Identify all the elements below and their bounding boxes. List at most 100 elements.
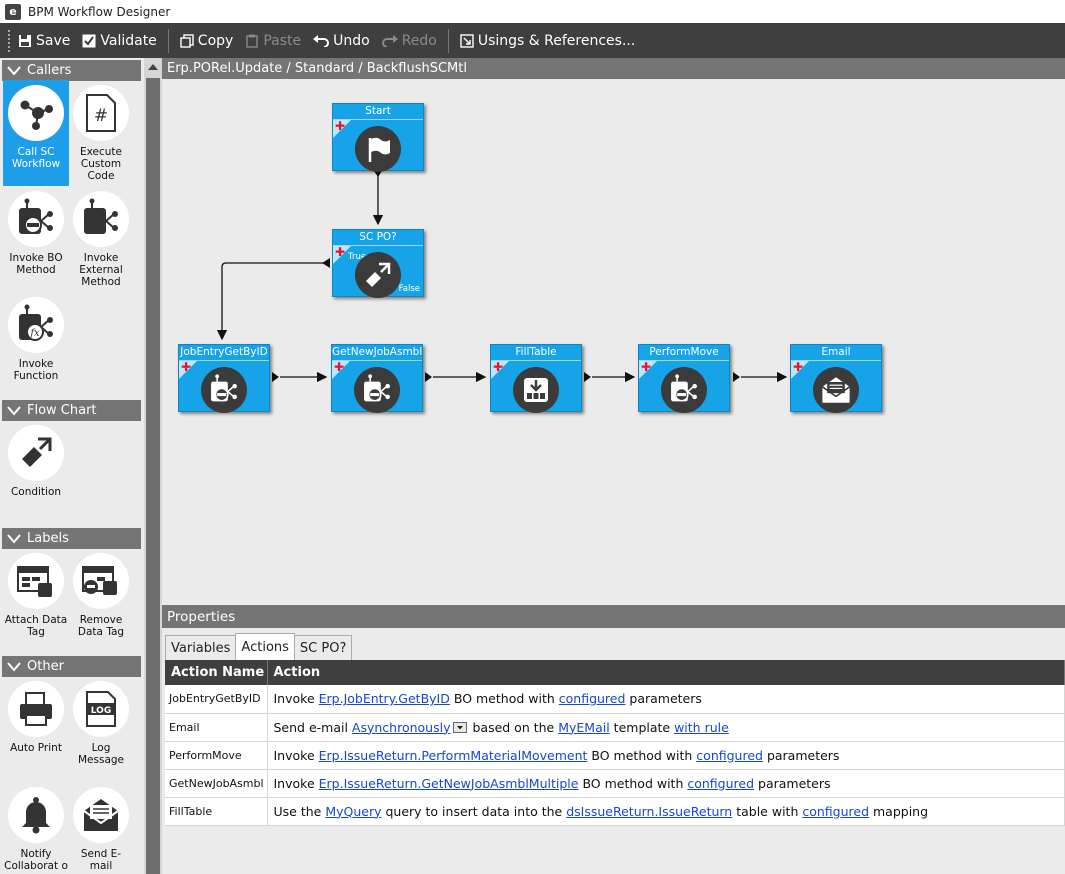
- node-filltable[interactable]: FillTable ✚: [490, 344, 582, 413]
- table-row[interactable]: Email Send e-mail Asynchronously based o…: [165, 713, 1065, 742]
- add-action-icon[interactable]: ✚: [334, 360, 345, 374]
- condition-true-label: True: [348, 252, 367, 262]
- node-jobentry-getbyid[interactable]: JobEntryGetByID ✚: [178, 344, 270, 413]
- category-header-flow-chart[interactable]: Flow Chart: [2, 400, 141, 421]
- title-bar: e BPM Workflow Designer: [0, 0, 1065, 23]
- action-text: template: [609, 719, 675, 735]
- tool-execute-custom-code[interactable]: # Execute Custom Code: [68, 80, 134, 186]
- save-button[interactable]: Save: [12, 23, 76, 58]
- category-label: Labels: [27, 531, 69, 546]
- column-header-action[interactable]: Action: [267, 660, 1065, 685]
- tool-log-message[interactable]: LOG Log Message: [68, 676, 134, 782]
- remove-data-tag-icon: [73, 553, 129, 609]
- table-row[interactable]: PerformMove Invoke Erp.IssueReturn.Perfo…: [165, 741, 1065, 770]
- start-output-port[interactable]: [374, 171, 382, 177]
- tool-label: Invoke Function: [13, 358, 59, 382]
- bo-method-link[interactable]: Erp.IssueReturn.PerformMaterialMovement: [318, 747, 588, 763]
- tool-call-sc-workflow[interactable]: Call SC Workflow: [3, 80, 69, 186]
- usings-references-button[interactable]: Usings & References...: [454, 23, 641, 58]
- bo-method-link[interactable]: Erp.JobEntry.GetByID: [318, 691, 450, 707]
- tool-label: Invoke BO Method: [9, 252, 63, 276]
- scroll-up-arrow-icon[interactable]: [144, 58, 162, 76]
- scrollbar-thumb[interactable]: [146, 78, 160, 874]
- table-row[interactable]: JobEntryGetByID Invoke Erp.JobEntry.GetB…: [165, 685, 1065, 714]
- toolbar: Save Validate Copy Paste Undo Redo Using…: [0, 23, 1065, 58]
- add-action-icon[interactable]: ✚: [641, 360, 652, 374]
- tool-invoke-external-method[interactable]: Invoke External Method: [68, 186, 134, 292]
- tab-variables[interactable]: Variables: [165, 635, 237, 660]
- jobentry-output-port[interactable]: [272, 372, 279, 382]
- configured-link[interactable]: configured: [687, 775, 755, 791]
- node-start[interactable]: Start ✚: [332, 103, 424, 172]
- validate-button[interactable]: Validate: [76, 23, 162, 58]
- tool-invoke-function[interactable]: fx Invoke Function: [3, 292, 69, 398]
- dropdown-arrow-icon[interactable]: [452, 721, 467, 733]
- action-name-cell: FillTable: [165, 797, 268, 826]
- node-label: FillTable: [491, 345, 581, 361]
- email-icon: [813, 367, 859, 413]
- usings-references-icon: [460, 33, 474, 48]
- tool-label: Remove Data Tag: [77, 614, 125, 638]
- getnew-output-port[interactable]: [425, 372, 432, 382]
- tool-invoke-bo-method[interactable]: Invoke BO Method: [3, 186, 69, 292]
- action-name-cell: JobEntryGetByID: [165, 685, 268, 714]
- toolbar-grip[interactable]: [8, 29, 12, 52]
- table-link[interactable]: dsIssueReturn.IssueReturn: [566, 803, 733, 819]
- node-getnewjobasmbl[interactable]: GetNewJobAsmbl ✚: [331, 344, 423, 413]
- add-action-icon[interactable]: ✚: [181, 360, 192, 374]
- tab-actions[interactable]: Actions: [235, 633, 295, 660]
- with-rule-link[interactable]: with rule: [674, 719, 729, 735]
- tab-sc-po[interactable]: SC PO?: [293, 635, 353, 660]
- table-row[interactable]: FillTable Use the MyQuery query to inser…: [165, 797, 1065, 826]
- palette-scrollbar[interactable]: [144, 58, 162, 874]
- log-icon: LOG: [73, 681, 129, 737]
- add-action-icon[interactable]: ✚: [793, 360, 804, 374]
- redo-button[interactable]: Redo: [376, 23, 443, 58]
- template-link[interactable]: MyEMail: [558, 719, 610, 735]
- invoke-bo-method-icon: [8, 191, 64, 247]
- add-action-icon[interactable]: ✚: [493, 360, 504, 374]
- properties-panel: Variables Actions SC PO? Action Name Act…: [162, 628, 1065, 874]
- tool-send-email[interactable]: Send E- mail: [68, 782, 134, 874]
- svg-text:#: #: [94, 106, 108, 126]
- tool-attach-data-tag[interactable]: Attach Data Tag: [3, 548, 69, 654]
- node-email[interactable]: Email ✚: [790, 344, 882, 413]
- configured-link[interactable]: configured: [696, 747, 763, 763]
- printer-icon: [8, 681, 64, 737]
- paste-button[interactable]: Paste: [239, 23, 307, 58]
- tool-remove-data-tag[interactable]: Remove Data Tag: [68, 548, 134, 654]
- condition-false-label: False: [398, 284, 420, 294]
- custom-code-icon: #: [73, 85, 129, 141]
- filltable-output-port[interactable]: [584, 372, 591, 382]
- action-cell: Invoke Erp.JobEntry.GetByID BO method wi…: [267, 685, 1065, 714]
- action-cell: Invoke Erp.IssueReturn.PerformMaterialMo…: [267, 741, 1065, 770]
- query-link[interactable]: MyQuery: [325, 803, 382, 819]
- node-performmove[interactable]: PerformMove ✚: [638, 344, 730, 413]
- workflow-canvas[interactable]: Start ✚ SC PO? ✚ True False JobEntryGetB…: [162, 79, 1065, 605]
- tool-condition[interactable]: Condition: [3, 420, 69, 526]
- save-icon: [19, 34, 31, 47]
- configured-link[interactable]: configured: [558, 691, 626, 707]
- category-header-other[interactable]: Other: [2, 656, 141, 677]
- column-header-action-name[interactable]: Action Name: [165, 660, 268, 685]
- copy-button[interactable]: Copy: [174, 23, 240, 58]
- condition-input-port[interactable]: [322, 258, 330, 268]
- node-condition-sc-po[interactable]: SC PO? ✚ True False: [332, 229, 424, 298]
- bo-method-link[interactable]: Erp.IssueReturn.GetNewJobAsmblMultiple: [318, 775, 579, 791]
- category-label: Other: [27, 659, 64, 674]
- asynchronously-link[interactable]: Asynchronously: [351, 719, 451, 735]
- add-action-icon[interactable]: ✚: [335, 245, 346, 259]
- performmove-output-port[interactable]: [733, 372, 740, 382]
- tool-auto-print[interactable]: Auto Print: [3, 676, 69, 782]
- add-action-icon[interactable]: ✚: [335, 119, 346, 133]
- tool-notify-collaborator[interactable]: Notify Collaborat o: [3, 782, 69, 874]
- action-text: Use the: [273, 803, 326, 819]
- node-label: Email: [791, 345, 881, 361]
- configured-link[interactable]: configured: [802, 803, 870, 819]
- category-label: Flow Chart: [27, 403, 97, 418]
- category-header-callers[interactable]: Callers: [2, 60, 141, 81]
- category-header-labels[interactable]: Labels: [2, 528, 141, 549]
- table-row[interactable]: GetNewJobAsmbl Invoke Erp.IssueReturn.Ge…: [165, 769, 1065, 798]
- undo-button[interactable]: Undo: [307, 23, 376, 58]
